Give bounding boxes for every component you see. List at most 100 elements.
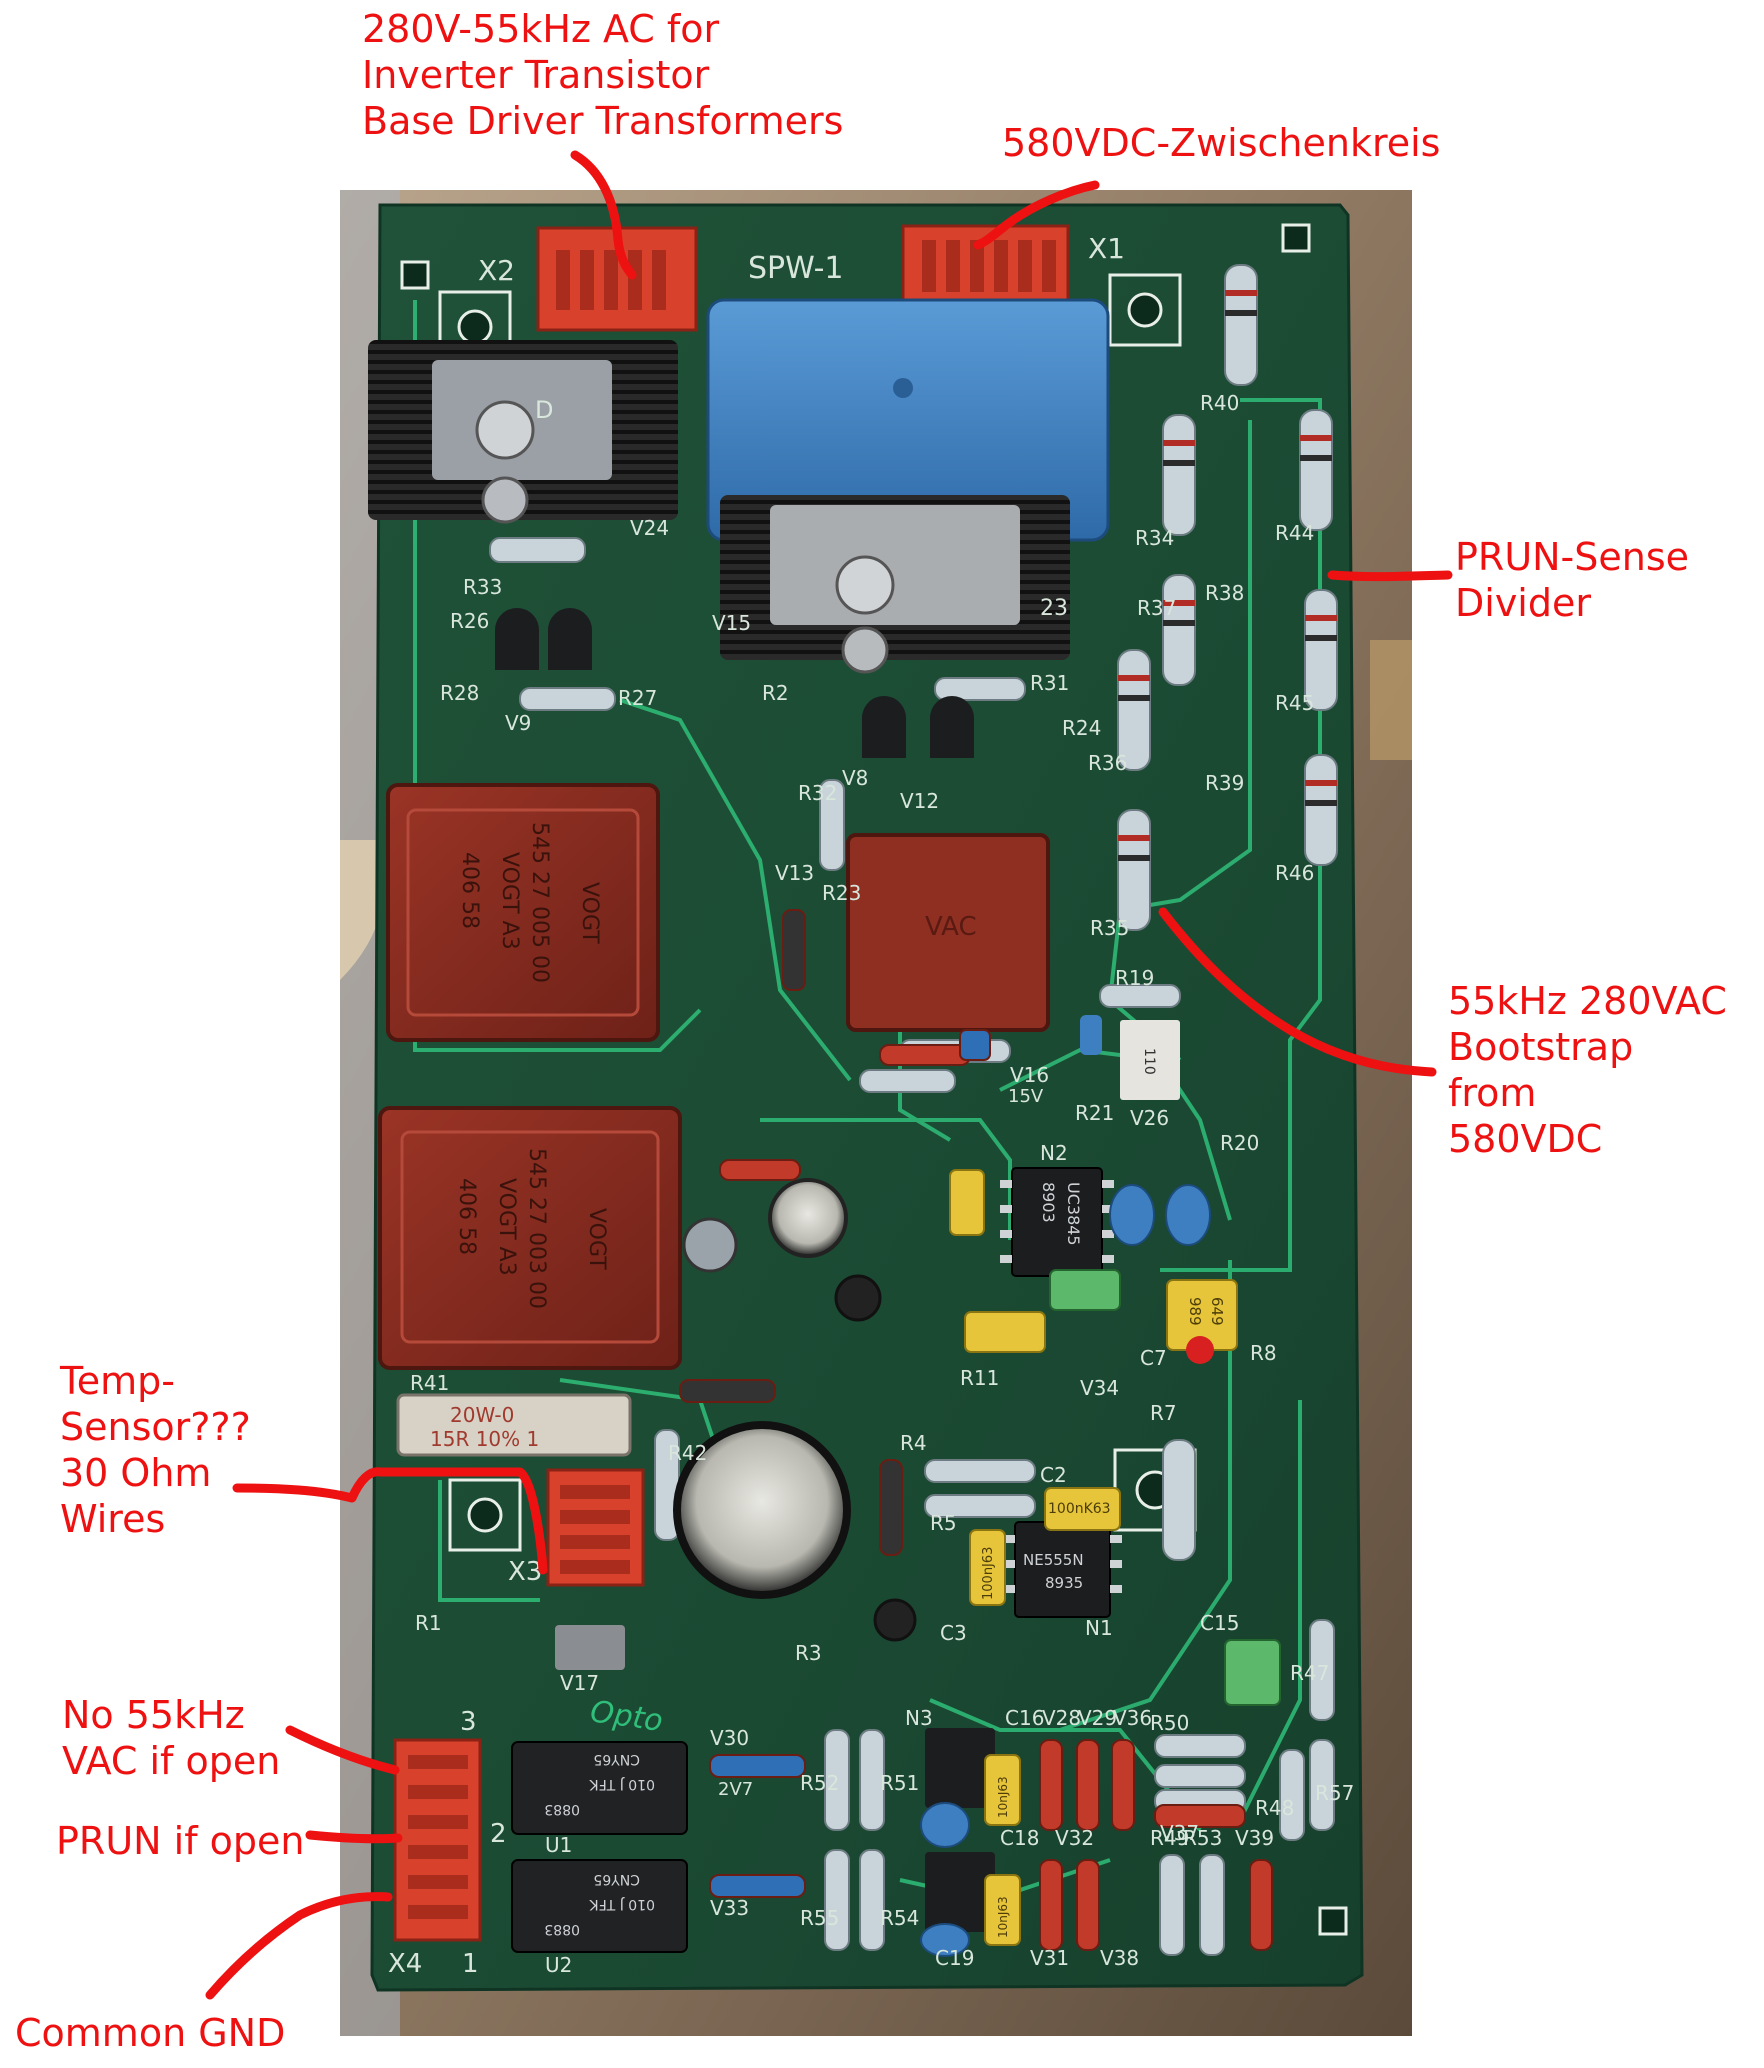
silk-label: C2 xyxy=(1040,1463,1067,1487)
annotation-no-vac: No 55kHz VAC if open xyxy=(62,1692,280,1784)
ic-chips xyxy=(925,1020,1180,1932)
annotation-line: Bootstrap xyxy=(1448,1025,1634,1069)
silk-label: R33 xyxy=(463,575,502,599)
silk-label: R26 xyxy=(450,609,489,633)
part-marking: 100nK63 xyxy=(1048,1501,1111,1517)
silk-label: 23 xyxy=(1040,596,1068,621)
silk-label: N2 xyxy=(1040,1141,1068,1165)
silk-label: X2 xyxy=(478,254,515,287)
silk-label: C7 xyxy=(1140,1346,1167,1370)
part-marking: NE555N xyxy=(1023,1551,1084,1569)
silk-label: V32 xyxy=(1055,1826,1094,1850)
annotation-bootstrap: 55kHz 280VAC Bootstrap from 580VDC xyxy=(1448,978,1727,1162)
annotation-base-driver: 280V-55kHz AC for Inverter Transistor Ba… xyxy=(362,6,843,144)
silk-label: R27 xyxy=(618,686,657,710)
silk-label: R11 xyxy=(960,1366,999,1390)
silk-label: R1 xyxy=(415,1611,442,1635)
silk-label: C3 xyxy=(940,1621,967,1645)
silk-label: 2 xyxy=(490,1819,507,1849)
silk-label: R35 xyxy=(1090,916,1129,940)
diodes xyxy=(679,909,1273,1951)
silk-label: R52 xyxy=(800,1771,839,1795)
annotation-line: Divider xyxy=(1455,581,1591,625)
annotation-line: Temp- xyxy=(60,1359,175,1403)
silk-label: 15V xyxy=(1008,1086,1044,1107)
silk-label: R46 xyxy=(1275,861,1314,885)
silk-label: V26 xyxy=(1130,1106,1169,1130)
silk-label: C16 xyxy=(1005,1706,1044,1730)
heatsink-left xyxy=(368,340,678,524)
silk-label: X3 xyxy=(508,1557,542,1587)
resistors xyxy=(489,264,1338,1956)
annotation-line: No 55kHz xyxy=(62,1693,245,1737)
silk-label: C18 xyxy=(1000,1826,1039,1850)
silk-label: R19 xyxy=(1115,966,1154,990)
silk-label: R42 xyxy=(668,1441,707,1465)
silk-label: R45 xyxy=(1275,691,1314,715)
transformer-vac xyxy=(846,833,1050,1032)
part-marking: 406 58 xyxy=(457,852,482,929)
annotation-common-gnd: Common GND xyxy=(15,2010,285,2056)
silk-label: R3 xyxy=(795,1641,822,1665)
silk-label: R7 xyxy=(1150,1401,1177,1425)
annotation-line: Sensor??? xyxy=(60,1405,251,1449)
silk-label: R36 xyxy=(1088,751,1127,775)
silk-label: R24 xyxy=(1062,716,1101,740)
part-marking: 8903 xyxy=(1039,1182,1058,1223)
annotation-line: PRUN if open xyxy=(56,1819,305,1863)
silk-label: R44 xyxy=(1275,521,1314,545)
silk-label: R47 xyxy=(1290,1661,1329,1685)
part-marking: 545 27 003 00 xyxy=(524,1148,549,1309)
silk-label: V34 xyxy=(1080,1376,1119,1400)
connector-x4 xyxy=(393,1738,482,1942)
silk-label: R4 xyxy=(900,1431,927,1455)
silk-label: V12 xyxy=(900,789,939,813)
silk-label: V15 xyxy=(712,611,751,635)
part-marking: 0883 xyxy=(544,1921,580,1937)
part-marking: VAC xyxy=(925,912,977,942)
silk-label: R55 xyxy=(800,1906,839,1930)
silk-label: V30 xyxy=(710,1726,749,1750)
silk-label: R5 xyxy=(930,1511,957,1535)
transformer-a xyxy=(386,783,660,1042)
annotation-line: 580VDC xyxy=(1448,1117,1603,1161)
silk-label: 3 xyxy=(460,1707,477,1737)
annotation-line: 55kHz 280VAC xyxy=(1448,979,1727,1023)
silk-label: R31 xyxy=(1030,671,1069,695)
annotation-line: 30 Ohm xyxy=(60,1451,212,1495)
silk-label: R40 xyxy=(1200,391,1239,415)
part-marking: CNY65 xyxy=(593,1751,640,1767)
board-title: SPW-1 xyxy=(748,251,844,286)
part-marking: 15R 10% 1 xyxy=(430,1427,539,1451)
silk-label: V9 xyxy=(505,711,531,735)
silk-label: R2 xyxy=(762,681,789,705)
electrolytic-capacitors xyxy=(673,1178,917,1642)
wirewound-resistor xyxy=(396,1393,632,1457)
silk-label: V16 xyxy=(1010,1063,1049,1087)
part-marking: CNY65 xyxy=(593,1871,640,1887)
silk-label: C15 xyxy=(1200,1611,1239,1635)
transformer-b xyxy=(378,1106,682,1370)
silk-label: C19 xyxy=(935,1946,974,1970)
silk-label: R28 xyxy=(440,681,479,705)
relay-u2 xyxy=(511,1859,688,1953)
part-marking: 545 27 005 00 xyxy=(527,822,552,983)
silk-label: V31 xyxy=(1030,1946,1069,1970)
silk-label: V17 xyxy=(560,1671,599,1695)
silk-label: R41 xyxy=(410,1371,449,1395)
silk-label: N1 xyxy=(1085,1616,1113,1640)
silk-label: R34 xyxy=(1135,526,1174,550)
small-capacitors xyxy=(920,1015,1281,1957)
part-marking: UC3845 xyxy=(1064,1182,1083,1246)
annotation-line: Base Driver Transformers xyxy=(362,99,844,143)
silk-label: R51 xyxy=(880,1771,919,1795)
silk-label: V36 xyxy=(1113,1706,1152,1730)
part-marking: 649 xyxy=(1208,1297,1226,1326)
part-marking: 010 J TFK xyxy=(589,1896,655,1912)
annotation-prun-sense: PRUN-Sense Divider xyxy=(1455,534,1689,626)
part-marking: VOGT A3 xyxy=(494,1178,519,1276)
part-marking: 110 xyxy=(1141,1048,1157,1075)
part-marking: VOGT xyxy=(577,882,602,944)
silk-label: V13 xyxy=(775,861,814,885)
part-marking: 20W-0 xyxy=(450,1403,514,1427)
